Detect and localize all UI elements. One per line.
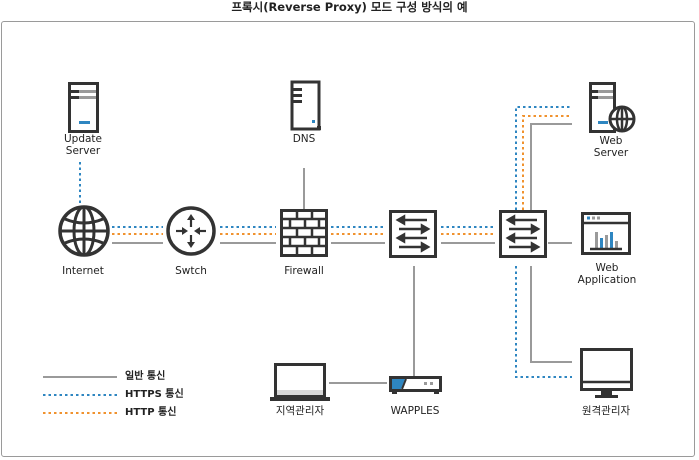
https-line-right-remote: [515, 266, 572, 378]
legend: [43, 376, 117, 414]
legend-https-label: HTTPS 통신: [125, 389, 184, 400]
legend-plain-label: 일반 통신: [125, 371, 166, 382]
connections: [79, 106, 572, 384]
plain-line-right-remote: [530, 266, 572, 363]
update-server-label-line2: Server: [65, 145, 101, 157]
router-icon: [166, 206, 216, 256]
web-application-label-line1: Web: [595, 262, 619, 274]
web-server-label-line2: Server: [593, 147, 629, 159]
https-line-right-webserver: [515, 106, 572, 210]
l4-switch-icon-right: [499, 210, 547, 258]
switch-label: Swtch: [175, 265, 207, 277]
web-server-label: Web Server: [566, 135, 656, 159]
globe-badge-icon: [608, 105, 636, 133]
firewall-icon: [280, 209, 328, 257]
laptop-icon: [270, 363, 330, 401]
firewall-label: Firewall: [284, 265, 324, 277]
diagram-title: 프록시(Reverse Proxy) 모드 구성 방식의 예: [231, 0, 468, 14]
wapples-label: WAPPLES: [390, 405, 440, 417]
local-admin-label: 지역관리자: [275, 405, 325, 417]
legend-http-label: HTTP 통신: [125, 407, 177, 418]
web-server-icon: [589, 82, 636, 133]
appliance-icon: [389, 376, 442, 394]
dns-label: DNS: [292, 133, 316, 145]
update-server-label: Update Server: [38, 133, 128, 157]
dns-server-icon: [290, 80, 321, 131]
update-server-label-line1: Update: [63, 133, 103, 145]
remote-admin-label: 원격관리자: [581, 405, 631, 417]
web-application-label: Web Application: [562, 262, 652, 286]
globe-icon: [58, 205, 110, 257]
l4-switch-icon-mid: [389, 210, 437, 258]
http-line-right-webserver: [522, 115, 572, 210]
internet-label: Internet: [62, 265, 104, 277]
server-icon: [68, 82, 99, 133]
web-server-label-line1: Web: [599, 135, 623, 147]
web-application-icon: [581, 212, 631, 255]
monitor-icon: [580, 348, 633, 398]
plain-line-right-webserver: [530, 123, 572, 210]
diagram-frame: [1, 21, 695, 457]
web-application-label-line2: Application: [577, 274, 637, 286]
